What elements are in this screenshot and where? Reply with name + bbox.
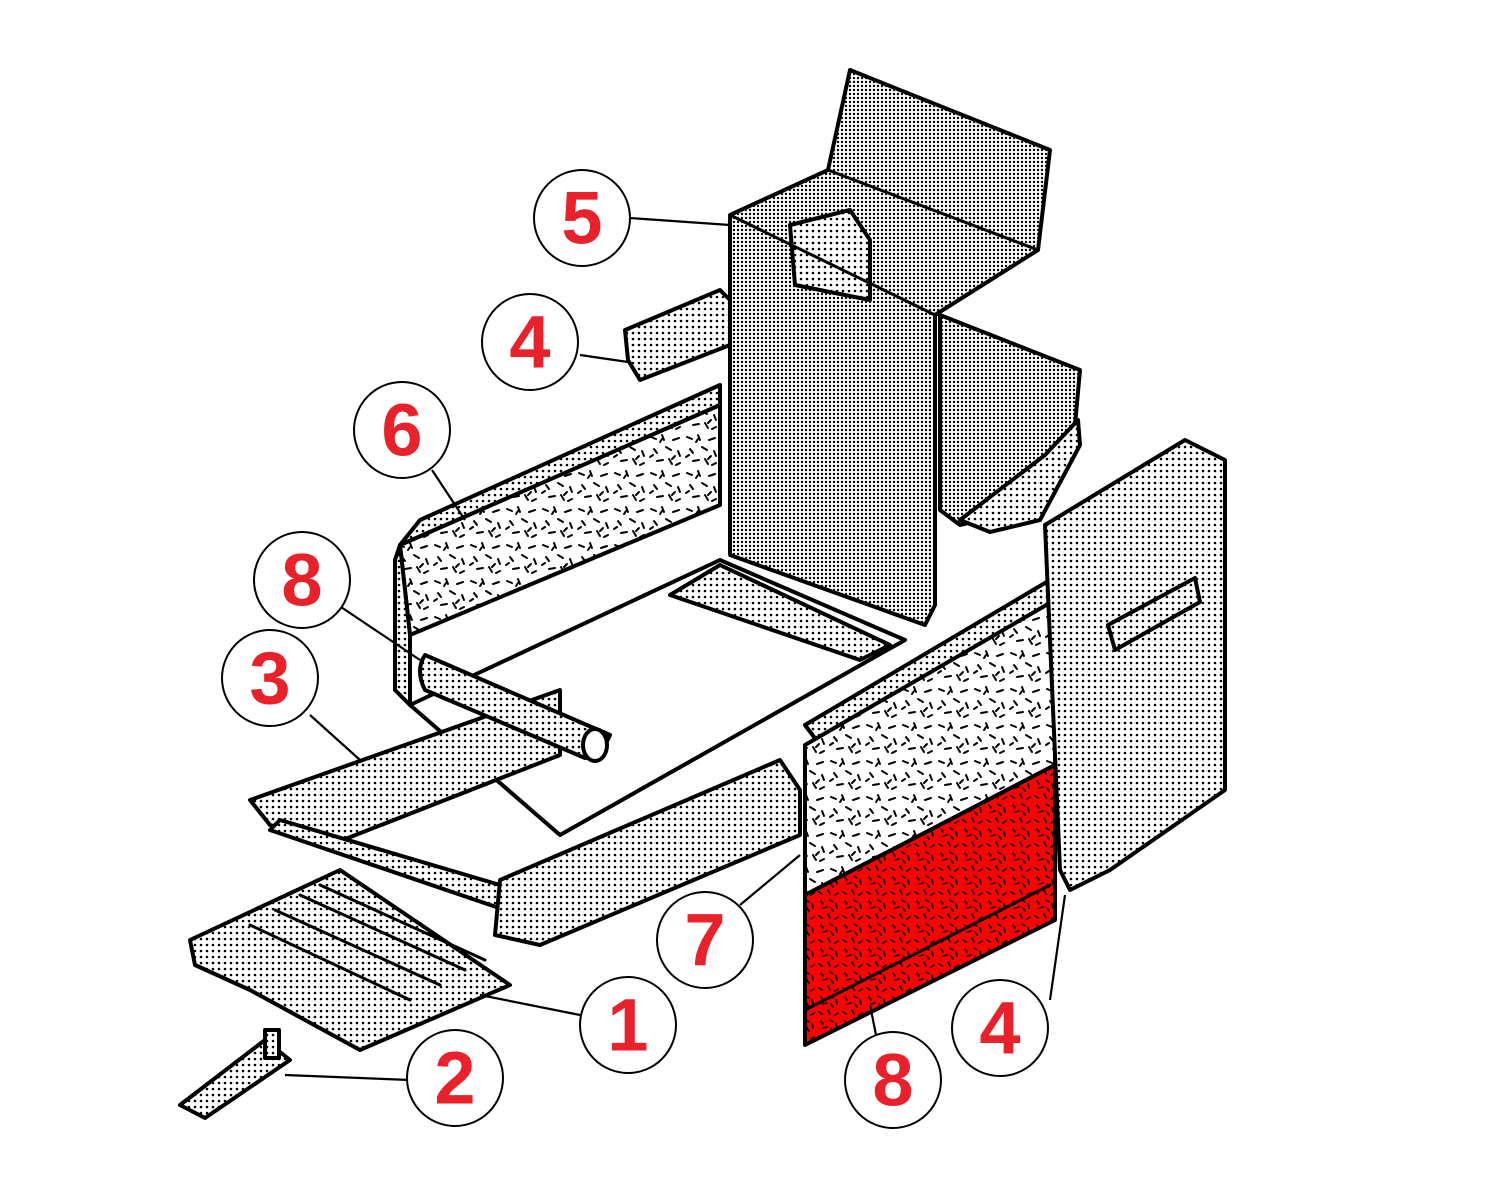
svg-text:4: 4 (509, 301, 550, 384)
grate-handle (178, 1028, 292, 1120)
baffle-plate (728, 68, 1052, 627)
callout-2: 2 (406, 1029, 504, 1127)
callout-4-top: 4 (481, 293, 579, 391)
cross-tube (418, 653, 612, 763)
svg-text:3: 3 (249, 637, 290, 720)
ash-grate (188, 868, 512, 1052)
callout-3: 3 (221, 629, 319, 727)
callout-5: 5 (533, 169, 631, 267)
callout-6: 6 (353, 381, 451, 479)
svg-text:1: 1 (607, 984, 648, 1067)
callout-4-bottom: 4 (951, 979, 1049, 1077)
right-side-liner (1043, 438, 1227, 892)
svg-text:5: 5 (561, 177, 602, 260)
right-rear-plate (938, 313, 1082, 534)
svg-text:8: 8 (281, 539, 322, 622)
highlighted-brick (803, 763, 1057, 1047)
rear-brick-panel (393, 383, 722, 707)
svg-text:6: 6 (381, 389, 422, 472)
left-side-liner (623, 288, 732, 382)
callout-8-bottom: 8 (844, 1031, 942, 1129)
svg-text:7: 7 (684, 899, 725, 982)
leader-lines (284, 216, 1067, 1082)
callout-8-top: 8 (253, 531, 351, 629)
svg-text:2: 2 (434, 1037, 475, 1120)
svg-text:4: 4 (979, 987, 1020, 1070)
callout-1: 1 (579, 976, 677, 1074)
callout-7: 7 (656, 891, 754, 989)
front-brick-panel (803, 578, 1057, 1047)
svg-text:8: 8 (872, 1039, 913, 1122)
